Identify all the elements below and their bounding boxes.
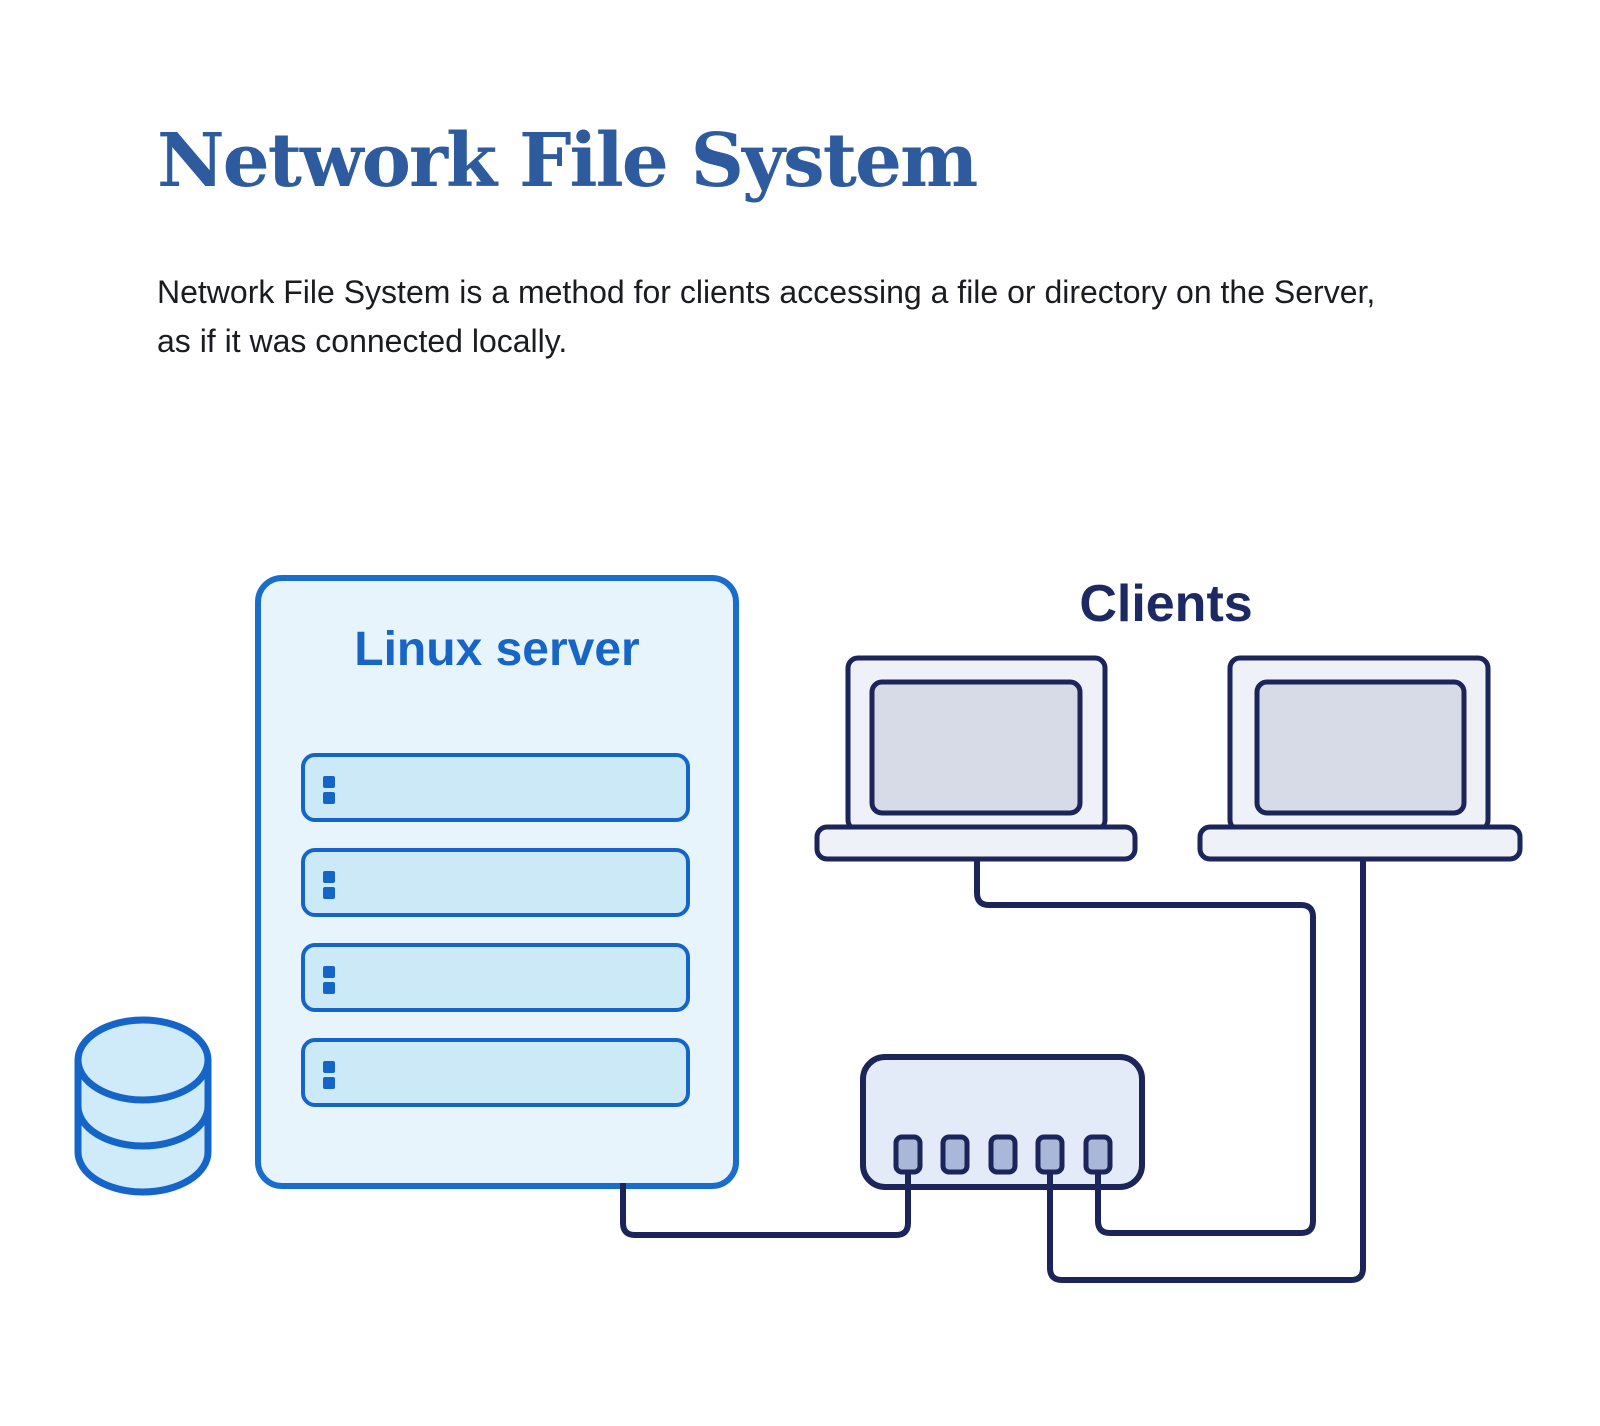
switch-port-1 — [893, 1134, 923, 1175]
slot-colon-icon — [323, 966, 335, 978]
linux-server — [255, 575, 739, 1189]
switch-port-2 — [940, 1134, 970, 1175]
slot-colon-icon — [323, 1061, 335, 1073]
laptop-base — [814, 824, 1138, 862]
slot-colon-icon — [323, 887, 335, 899]
server-slot-3 — [301, 943, 690, 1012]
network-switch — [860, 1054, 1145, 1190]
client-laptop-1 — [814, 655, 1138, 862]
description-line-2: as if it was connected locally. — [157, 323, 568, 359]
database-disc-line — [74, 1105, 212, 1150]
server-slot-4 — [301, 1038, 690, 1107]
switch-port-4 — [1035, 1134, 1065, 1175]
laptop-screen — [869, 679, 1083, 816]
laptop-base — [1197, 824, 1523, 862]
linux-server-label: Linux server — [354, 623, 639, 676]
slot-colon-icon — [323, 776, 335, 788]
database-top — [74, 1016, 212, 1104]
switch-port-3 — [988, 1134, 1018, 1175]
laptop-screen — [1254, 679, 1467, 816]
wire-laptop1-to-port5 — [974, 856, 1316, 1236]
description-line-1: Network File System is a method for clie… — [157, 274, 1376, 310]
clients-label: Clients — [1079, 575, 1252, 633]
slot-colon-icon — [323, 792, 335, 804]
database-icon — [74, 1016, 212, 1196]
slot-colon-icon — [323, 1077, 335, 1089]
client-laptop-2 — [1197, 655, 1523, 862]
slot-colon-icon — [323, 871, 335, 883]
page-description: Network File System is a method for clie… — [157, 268, 1375, 366]
wire-server-to-port1 — [620, 1172, 911, 1238]
switch-port-5 — [1083, 1134, 1113, 1175]
wire-laptop2-to-port4 — [1047, 856, 1366, 1283]
server-slot-2 — [301, 848, 690, 917]
slot-colon-icon — [323, 982, 335, 994]
server-slot-1 — [301, 753, 690, 822]
page-title: Network File System — [157, 118, 978, 204]
